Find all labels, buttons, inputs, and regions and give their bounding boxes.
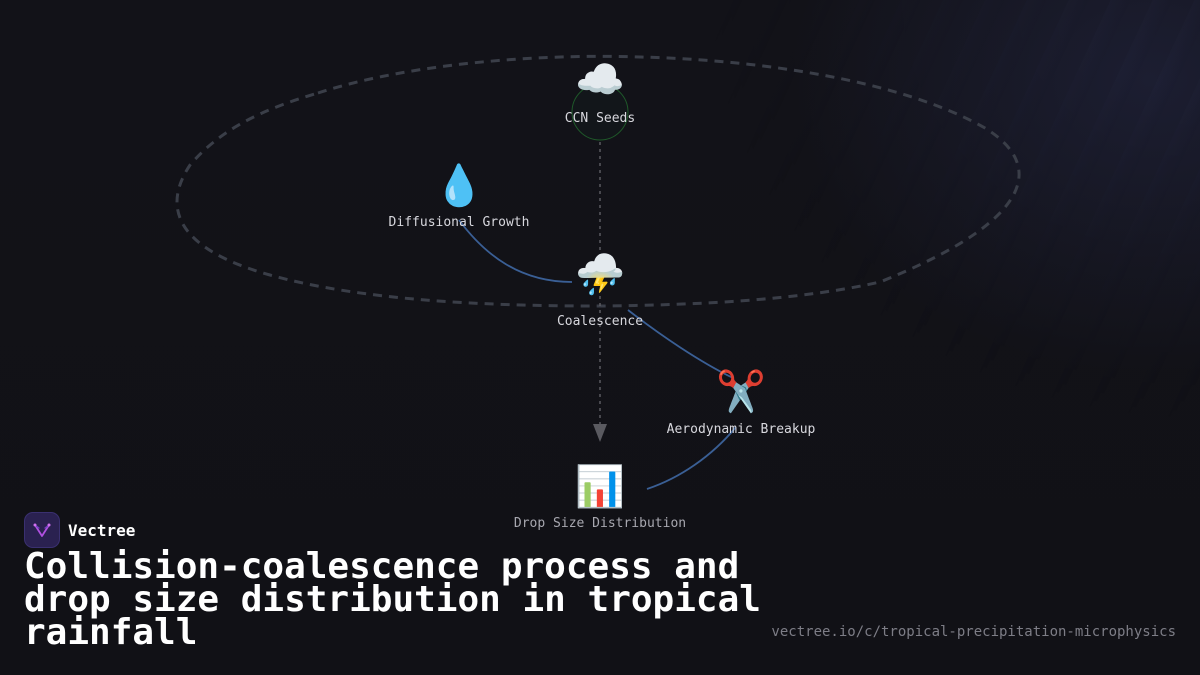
storm-cloud-icon: ⛈️ <box>575 252 625 298</box>
edge-breakup-to-dsd <box>646 426 737 490</box>
edge-diffusional-to-coalescence <box>458 219 573 283</box>
node-label-ccn-seeds: CCN Seeds <box>564 111 636 126</box>
ccn-seeds-ring <box>571 83 629 141</box>
edge-coalescence-to-breakup <box>627 309 734 379</box>
cloud-icon: ☁️ <box>575 57 625 103</box>
node-label-aerodynamic-breakup: Aerodynamic Breakup <box>666 422 816 437</box>
process-loop <box>175 54 1021 308</box>
scissors-icon: ✂️ <box>716 369 766 415</box>
source-url[interactable]: vectree.io/c/tropical-precipitation-micr… <box>771 624 1176 640</box>
brand: Vectree <box>24 512 135 548</box>
axis-arrowhead <box>593 424 607 442</box>
node-label-drop-size-distribution: Drop Size Distribution <box>513 516 687 531</box>
droplet-icon: 💧 <box>434 163 484 209</box>
node-label-coalescence: Coalescence <box>556 314 644 329</box>
vectree-logo-icon <box>24 512 60 548</box>
bar-chart-icon: 📊 <box>575 464 625 510</box>
node-label-diffusional-growth: Diffusional Growth <box>388 215 530 230</box>
page-title: Collision-coalescence process and drop s… <box>24 546 761 653</box>
brand-name: Vectree <box>68 520 136 540</box>
